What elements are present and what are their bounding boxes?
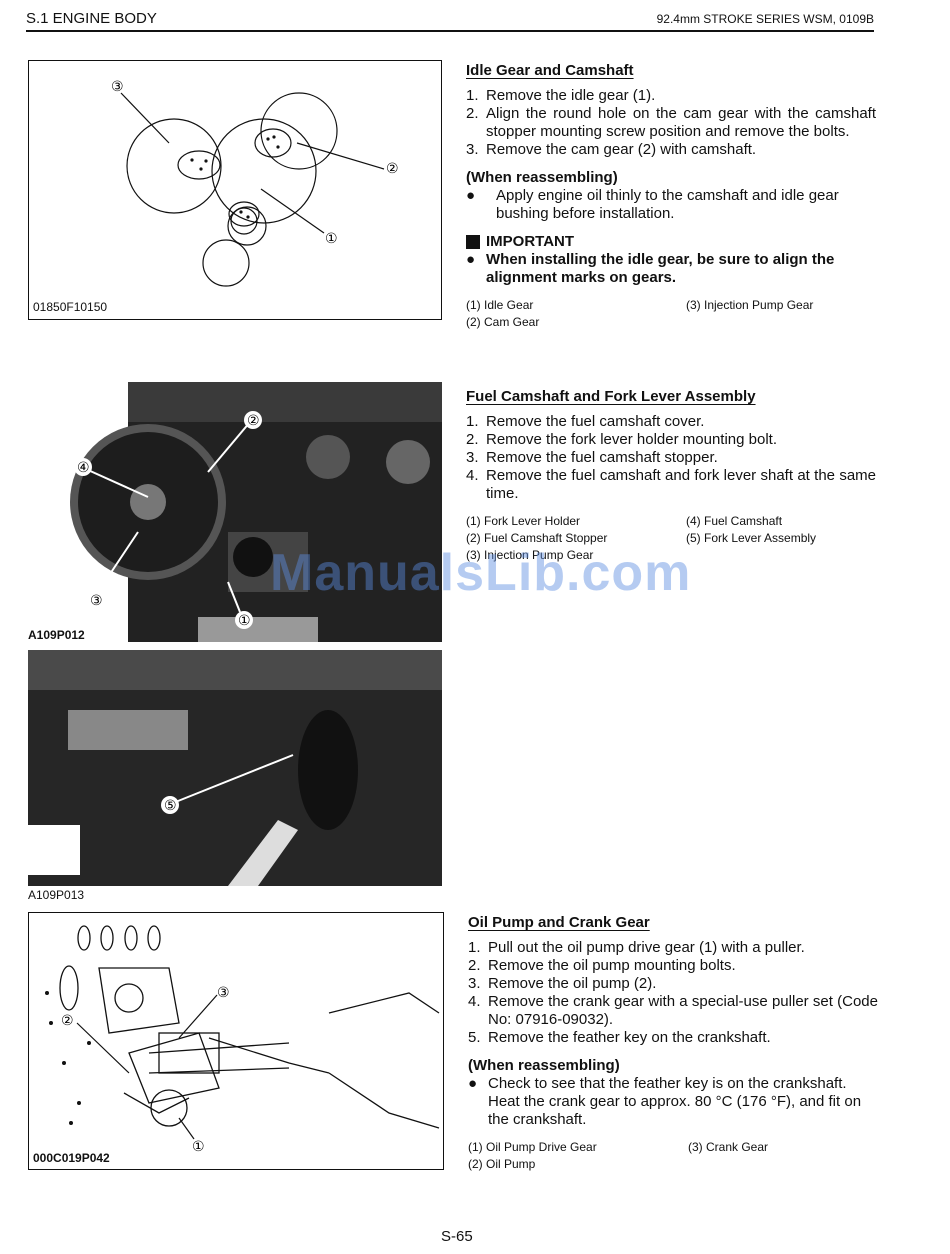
step-item: 1.Pull out the oil pump drive gear (1) w… bbox=[468, 939, 805, 956]
step-item: 5.Remove the feather key on the cranksha… bbox=[468, 1029, 771, 1046]
callout-2: ② bbox=[386, 160, 399, 176]
callout-2: ② bbox=[247, 412, 260, 428]
step-item: 3.Remove the cam gear (2) with camshaft. bbox=[466, 141, 757, 158]
figure-photo-fork-lever: ⑤ A109P013 bbox=[28, 650, 442, 906]
callout-3: ③ bbox=[111, 78, 124, 94]
callout-3: ③ bbox=[90, 592, 103, 608]
gear-train-diagram: ③ ② ① bbox=[111, 78, 399, 287]
parts-legend: (1) Oil Pump Drive Gear (3) Crank Gear (… bbox=[468, 1140, 769, 1171]
figure-code: A109P013 bbox=[28, 888, 85, 902]
step-item: 4.Remove the crank gear with a special-u… bbox=[468, 993, 878, 1028]
figure-photo-pump-gear: ② ④ ③ ① A109P012 bbox=[28, 382, 442, 646]
callout-5: ⑤ bbox=[164, 797, 177, 813]
figure-gear-train: ③ ② ① 01850F10150 bbox=[28, 60, 442, 320]
callout-2: ② bbox=[61, 1012, 74, 1028]
series-label: 92.4mm STROKE SERIES WSM, 0109B bbox=[656, 12, 874, 26]
reassembling-heading: (When reassembling) bbox=[468, 1057, 620, 1074]
section-idle-gear: Idle Gear and Camshaft 1.Remove the idle… bbox=[466, 62, 876, 331]
watermark: ManualsLib.com bbox=[270, 544, 692, 602]
important-heading: IMPORTANT bbox=[466, 233, 876, 251]
parts-legend: (1) Fork Lever Holder (4) Fuel Camshaft … bbox=[466, 514, 817, 562]
black-square-icon bbox=[466, 235, 480, 249]
figure-code: 000C019P042 bbox=[33, 1151, 110, 1165]
step-item: 2.Align the round hole on the cam gear w… bbox=[466, 105, 876, 140]
step-item: 4.Remove the fuel camshaft and fork leve… bbox=[466, 467, 876, 502]
bullet-dot-icon: ● bbox=[466, 187, 476, 204]
step-item: 3.Remove the oil pump (2). bbox=[468, 975, 657, 992]
bullet-item: ● Apply engine oil thinly to the camshaf… bbox=[466, 187, 839, 222]
parts-legend: (1) Idle Gear (3) Injection Pump Gear (2… bbox=[466, 298, 814, 329]
bullet-dot-icon: ● bbox=[466, 251, 476, 268]
bullet-dot-icon: ● bbox=[468, 1075, 478, 1092]
step-item: 1.Remove the fuel camshaft cover. bbox=[466, 413, 705, 430]
section-title: Oil Pump and Crank Gear bbox=[468, 914, 650, 931]
callout-3: ③ bbox=[217, 984, 230, 1000]
figure-code: 01850F10150 bbox=[33, 300, 108, 314]
step-item: 2.Remove the fork lever holder mounting … bbox=[466, 431, 777, 448]
page-number: S-65 bbox=[441, 1228, 473, 1245]
section-title: Idle Gear and Camshaft bbox=[466, 62, 634, 79]
figure-code: A109P012 bbox=[28, 628, 85, 642]
callout-1: ① bbox=[192, 1138, 205, 1154]
section-title: Fuel Camshaft and Fork Lever Assembly bbox=[466, 388, 756, 405]
step-item: 3.Remove the fuel camshaft stopper. bbox=[466, 449, 718, 466]
callout-4: ④ bbox=[77, 459, 90, 475]
figure-crank-gear-puller: ③ ② ① 000C019P042 bbox=[28, 912, 444, 1170]
section-heading: S.1 ENGINE BODY bbox=[26, 10, 157, 27]
callout-1: ① bbox=[325, 230, 338, 246]
crank-gear-puller-diagram: ③ ② ① bbox=[45, 925, 440, 1154]
photo-fork-lever: ⑤ bbox=[28, 650, 442, 886]
callout-1: ① bbox=[238, 612, 251, 628]
step-item: 1.Remove the idle gear (1). bbox=[466, 87, 656, 104]
page-header: S.1 ENGINE BODY 92.4mm STROKE SERIES WSM… bbox=[26, 8, 874, 32]
photo-pump-gear: ② ④ ③ ① bbox=[70, 382, 442, 642]
reassembling-heading: (When reassembling) bbox=[466, 169, 618, 186]
bullet-item-continued: Heat the crank gear to approx. 80 °C (17… bbox=[488, 1093, 862, 1128]
important-item: ● When installing the idle gear, be sure… bbox=[466, 251, 835, 286]
step-item: 2.Remove the oil pump mounting bolts. bbox=[468, 957, 736, 974]
section-oil-pump: Oil Pump and Crank Gear 1.Pull out the o… bbox=[468, 914, 878, 1173]
section-fuel-camshaft: Fuel Camshaft and Fork Lever Assembly 1.… bbox=[466, 388, 876, 564]
bullet-item: ● Check to see that the feather key is o… bbox=[468, 1075, 847, 1092]
